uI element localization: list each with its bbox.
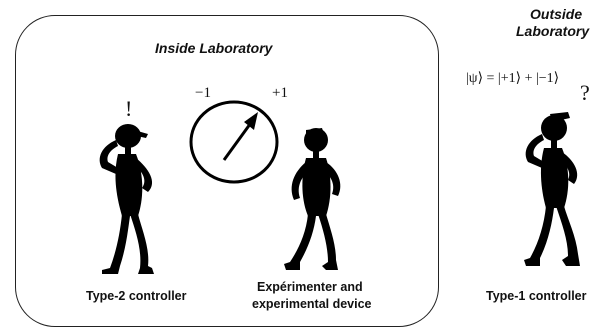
type1-controller-caption: Type-1 controller: [486, 289, 587, 303]
exclamation-mark: !: [125, 96, 133, 121]
experimenter-caption-line1: Expérimenter and: [257, 280, 363, 294]
laboratory-boundary: [15, 15, 439, 327]
inside-laboratory-title: Inside Laboratory: [155, 40, 273, 56]
outside-laboratory-title-line1: Outside: [530, 6, 583, 22]
experimenter-figure-icon: [284, 128, 341, 270]
meter-plus-label: +1: [272, 85, 288, 101]
experimenter-caption-line2: experimental device: [252, 297, 372, 311]
question-mark: ?: [580, 80, 590, 105]
meter-minus-label: −1: [195, 85, 211, 101]
type1-controller-figure-icon: [524, 112, 580, 266]
type2-controller-caption: Type-2 controller: [86, 289, 187, 303]
measurement-dial-icon: [189, 100, 279, 184]
state-formula: |ψ⟩ = |+1⟩ + |−1⟩: [466, 71, 560, 86]
type2-controller-figure-icon: [99, 124, 154, 274]
outside-laboratory-title-line2: Laboratory: [516, 23, 590, 39]
